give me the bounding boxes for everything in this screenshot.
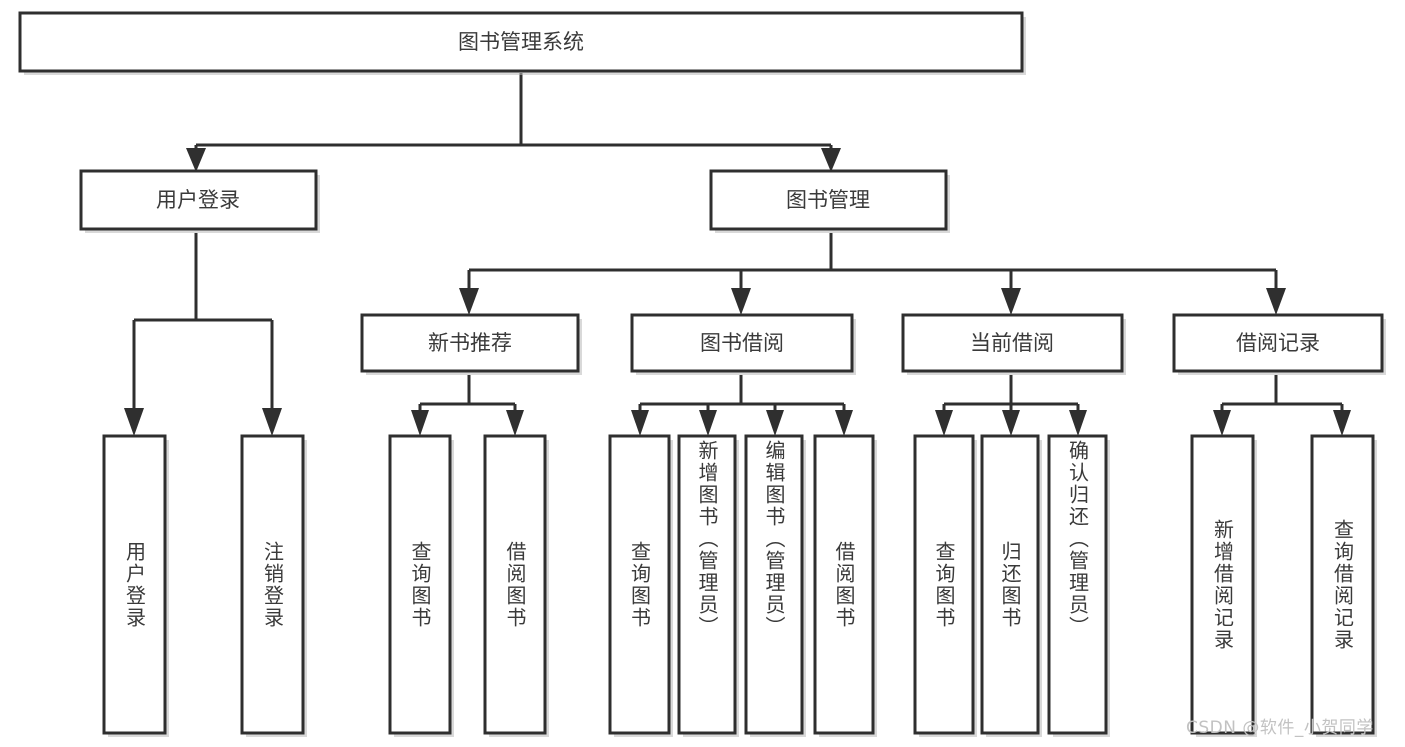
arrow-head-borrow-record — [1266, 288, 1286, 315]
arrow-head-leaf-borrow-book-1 — [506, 410, 524, 436]
node-borrow-record-label: 借阅记录 — [1236, 331, 1320, 355]
leaf-user-login-rect[interactable] — [102, 434, 167, 735]
leaf-add-record-rect[interactable] — [1190, 434, 1255, 735]
node-user-login-rect — [79, 169, 318, 231]
node-current-borrow-label: 当前借阅 — [970, 331, 1054, 355]
arrow-head-leaf-add-record — [1213, 410, 1231, 436]
node-current-borrow-rect — [901, 313, 1124, 373]
leaf-query-record-rect[interactable] — [1310, 434, 1375, 735]
arrow-head-leaf-logout — [262, 408, 282, 436]
arrow-head-leaf-query-record — [1333, 410, 1351, 436]
arrow-head-user-login — [186, 148, 206, 172]
node-root-rect — [18, 11, 1024, 73]
leaf-add-book-rect[interactable] — [677, 434, 737, 735]
node-root-label: 图书管理系统 — [458, 30, 584, 54]
node-new-book-rec[interactable]: 新书推荐 — [360, 313, 582, 375]
node-user-login-label: 用户登录 — [156, 188, 240, 212]
node-borrow-record-rect — [1172, 313, 1384, 373]
connector-layer — [124, 73, 1351, 436]
arrow-head-new-book-rec — [459, 288, 479, 315]
leaf-return-book-rect[interactable] — [980, 434, 1040, 735]
arrow-head-leaf-add-book — [699, 410, 717, 436]
arrow-head-book-manage — [821, 148, 841, 172]
leaf-borrow-book-2-rect[interactable] — [813, 434, 875, 735]
arrow-head-leaf-borrow-book-2 — [835, 410, 853, 436]
arrow-head-leaf-query-book-3 — [935, 410, 953, 436]
arrow-head-leaf-query-book-2 — [631, 410, 649, 436]
leaf-confirm-return-rect[interactable] — [1047, 434, 1108, 735]
node-root[interactable]: 图书管理系统 — [18, 11, 1026, 75]
node-book-manage[interactable]: 图书管理 — [709, 169, 950, 233]
leaf-borrow-book-1-rect[interactable] — [483, 434, 547, 735]
node-book-manage-label: 图书管理 — [786, 188, 870, 212]
leaf-edit-book-rect[interactable] — [744, 434, 804, 735]
node-current-borrow[interactable]: 当前借阅 — [901, 313, 1126, 375]
arrow-head-leaf-edit-book — [766, 410, 784, 436]
arrow-head-current-borrow — [1001, 288, 1021, 315]
node-book-borrow-rect — [630, 313, 854, 373]
arrow-head-leaf-return-book — [1002, 410, 1020, 436]
node-book-borrow-label: 图书借阅 — [700, 331, 784, 355]
leaf-query-book-2-rect[interactable] — [608, 434, 671, 735]
leaf-logout-rect[interactable] — [240, 434, 305, 735]
leaf-box-layer — [102, 434, 1377, 737]
csdn-watermark: CSDN @软件_小贺同学 — [1186, 718, 1374, 738]
node-new-book-rec-rect — [360, 313, 580, 373]
arrow-head-book-borrow — [731, 288, 751, 315]
node-new-book-rec-label: 新书推荐 — [428, 331, 512, 355]
arrow-head-leaf-user-login — [124, 408, 144, 436]
node-book-borrow[interactable]: 图书借阅 — [630, 313, 856, 375]
node-borrow-record[interactable]: 借阅记录 — [1172, 313, 1386, 375]
leaf-query-book-3-rect[interactable] — [913, 434, 975, 735]
arrow-head-leaf-confirm-return — [1069, 410, 1087, 436]
arrow-head-leaf-query-book-1 — [411, 410, 429, 436]
node-user-login[interactable]: 用户登录 — [79, 169, 320, 233]
node-book-manage-rect — [709, 169, 948, 231]
leaf-query-book-1-rect[interactable] — [388, 434, 452, 735]
